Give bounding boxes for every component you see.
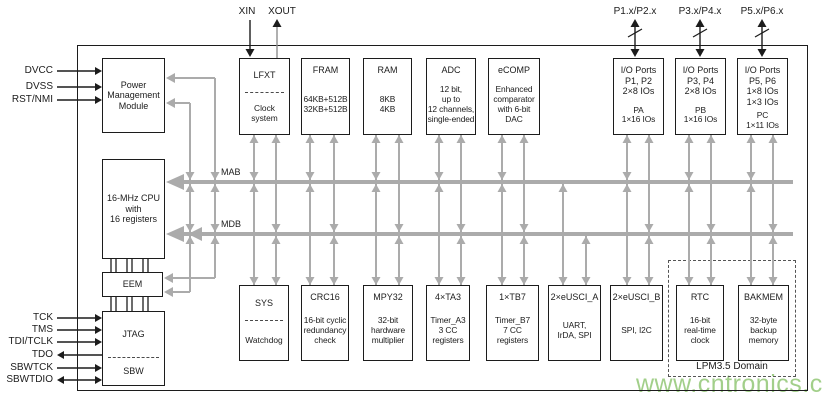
bus-label-mdb: MDB	[221, 219, 241, 229]
block-mpy32: MPY32 32-bit hardware multiplier	[363, 285, 413, 361]
pin-label-xin: XIN	[238, 6, 256, 17]
pin-label-sbwtdio: SBWTDIO	[6, 374, 53, 385]
block-adc: ADC 12 bit, up to 12 channels, single-en…	[426, 58, 476, 135]
pin-label-xout: XOUT	[268, 6, 296, 17]
block-desc: PC 1×11 IOs	[746, 109, 779, 130]
block-power-management: Power Management Module	[102, 58, 165, 133]
block-io-ports-p5-p6: I/O Ports P5, P6 1×8 IOs 1×3 IOs PC 1×11…	[737, 58, 788, 135]
block-timer-a3: 4×TA3 Timer_A3 3 CC registers	[426, 285, 470, 361]
pin-label-tdi-tclk: TDI/TCLK	[8, 336, 53, 347]
sbw-title: SBW	[123, 366, 144, 377]
block-desc: Watchdog	[245, 334, 283, 345]
block-title: I/O Ports P5, P6 1×8 IOs 1×3 IOs	[744, 65, 781, 107]
block-title: BAKMEM	[743, 292, 783, 302]
block-eem: EEM	[102, 272, 163, 297]
block-desc: PA 1×16 IOs	[621, 104, 656, 125]
block-lfxt-clock: LFXT Clock system	[239, 58, 290, 135]
divider	[108, 357, 159, 358]
chip-outline	[77, 45, 808, 391]
lpm35-domain-label: LPM3.5 Domain	[696, 361, 768, 372]
block-title: MPY32	[373, 292, 403, 302]
pin-label-tck: TCK	[33, 312, 53, 323]
block-title: RAM	[377, 65, 398, 75]
block-desc: 16-bit real-time clock	[684, 315, 716, 346]
block-desc: 64KB+512B 32KB+512B	[303, 93, 348, 114]
pin-label-tdo: TDO	[31, 349, 53, 360]
block-title: 2×eUSCI_A	[550, 292, 599, 302]
block-title: SYS	[254, 297, 273, 308]
block-cpu: 16-MHz CPU with 16 registers	[102, 159, 165, 259]
block-desc: 12 bit, up to 12 channels, single-ended	[427, 83, 475, 124]
block-title: ADC	[441, 65, 461, 75]
block-eusci-a: 2×eUSCI_A UART, IrDA, SPI	[548, 285, 601, 361]
bus-label-mab: MAB	[221, 167, 241, 177]
block-desc: 16-bit cyclic redundancy check	[303, 315, 347, 346]
block-desc: 32-bit hardware multiplier	[370, 315, 406, 346]
block-bakmem: BAKMEM 32-byte backup memory	[738, 285, 789, 361]
lpm35-domain-box	[668, 260, 796, 377]
block-desc: Clock system	[251, 102, 278, 123]
block-title: RTC	[690, 292, 710, 302]
pin-label-p1p2: P1.x/P2.x	[613, 6, 657, 17]
watermark: www.cntronics.com	[636, 370, 823, 398]
block-desc: 32-byte backup memory	[748, 315, 779, 346]
block-desc: UART, IrDA, SPI	[557, 320, 592, 341]
block-title: FRAM	[312, 65, 339, 75]
block-timer-b7: 1×TB7 Timer_B7 7 CC registers	[486, 285, 539, 361]
block-jtag-sbw: JTAG SBW	[102, 311, 165, 386]
block-title: CRC16	[310, 292, 340, 302]
block-desc: Timer_B7 7 CC registers	[494, 315, 531, 346]
pin-label-rst-nmi: RST/NMI	[11, 94, 53, 105]
block-io-ports-p1-p2: I/O Ports P1, P2 2×8 IOs PA 1×16 IOs	[613, 58, 664, 135]
block-io-ports-p3-p4: I/O Ports P3, P4 2×8 IOs PB 1×16 IOs	[675, 58, 726, 135]
block-title: 2×eUSCI_B	[612, 292, 661, 302]
block-desc: SPI, I2C	[621, 325, 652, 336]
block-desc: 8KB 4KB	[379, 93, 396, 114]
block-crc16: CRC16 16-bit cyclic redundancy check	[301, 285, 349, 361]
pin-label-dvss: DVSS	[25, 81, 53, 92]
divider	[245, 320, 283, 321]
block-desc: PB 1×16 IOs	[683, 104, 718, 125]
block-title: I/O Ports P1, P2 2×8 IOs	[620, 65, 657, 97]
block-eusci-b: 2×eUSCI_B SPI, I2C	[610, 285, 663, 361]
pin-label-p3p4: P3.x/P4.x	[678, 6, 722, 17]
block-desc: Enhanced comparator with 6-bit DAC	[493, 83, 535, 124]
block-title: LFXT	[253, 70, 276, 81]
block-desc: Timer_A3 3 CC registers	[430, 315, 466, 346]
pin-label-sbwtck: SBWTCK	[10, 362, 53, 373]
pin-label-tms: TMS	[31, 324, 53, 335]
block-title: eCOMP	[497, 65, 530, 75]
block-title: I/O Ports P3, P4 2×8 IOs	[682, 65, 719, 97]
pin-label-dvcc: DVCC	[24, 65, 53, 76]
block-ram: RAM 8KB 4KB	[363, 58, 412, 135]
block-ecomp: eCOMP Enhanced comparator with 6-bit DAC	[488, 58, 540, 135]
block-title: 1×TB7	[499, 292, 526, 302]
block-title: 4×TA3	[434, 292, 462, 302]
block-rtc: RTC 16-bit real-time clock	[676, 285, 724, 361]
jtag-title: JTAG	[122, 329, 145, 340]
block-sys-watchdog: SYS Watchdog	[239, 285, 289, 361]
divider	[245, 92, 284, 93]
pin-label-p5p6: P5.x/P6.x	[740, 6, 784, 17]
block-fram: FRAM 64KB+512B 32KB+512B	[301, 58, 350, 135]
